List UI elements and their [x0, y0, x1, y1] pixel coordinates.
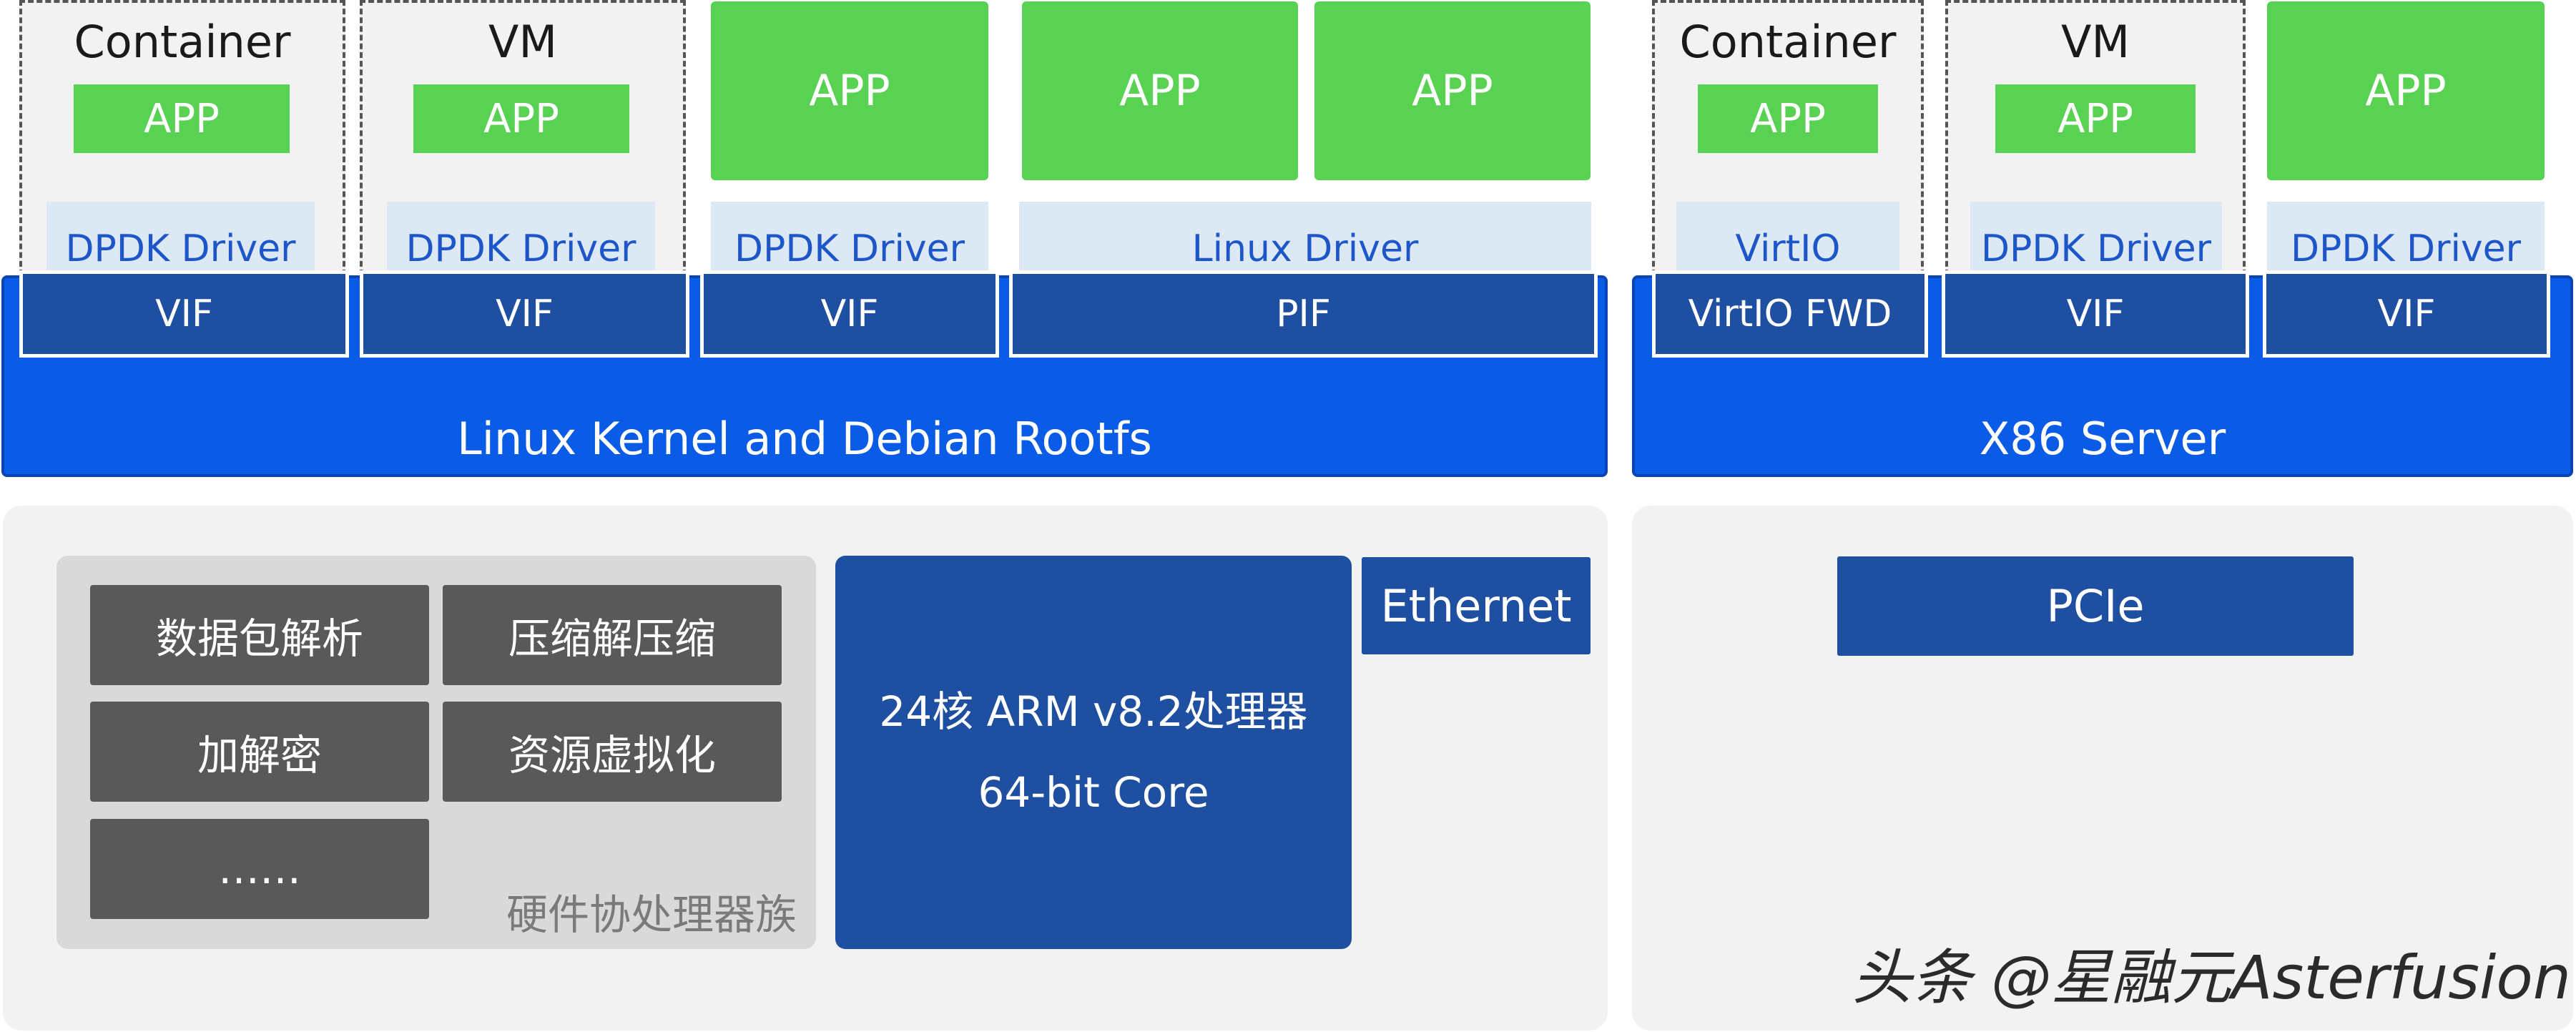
virtio-fwd-interface: VirtIO FWD — [1652, 270, 1928, 358]
coprocessor-compression: 压缩解压缩 — [443, 585, 782, 685]
vif-interface: VIF — [1942, 270, 2249, 358]
dpdk-driver: DPDK Driver — [2267, 202, 2545, 275]
dpdk-driver: DPDK Driver — [387, 202, 655, 275]
container-title: Container — [1679, 15, 1897, 68]
virtio-driver: VirtIO — [1676, 202, 1899, 275]
container-title: Container — [74, 15, 291, 68]
dpdk-driver: DPDK Driver — [1970, 202, 2222, 275]
pif-interface: PIF — [1009, 270, 1598, 358]
coprocessor-family-label: 硬件协处理器族 — [506, 890, 797, 939]
vif-interface: VIF — [360, 270, 689, 358]
coprocessor-virtualization: 资源虚拟化 — [443, 702, 782, 802]
pcie-interface: PCIe — [1837, 556, 2354, 656]
app-box: APP — [413, 84, 629, 153]
app-box: APP — [711, 1, 988, 180]
vm-title: VM — [488, 15, 557, 68]
app-box: APP — [2267, 1, 2545, 180]
dpdk-driver: DPDK Driver — [46, 202, 315, 275]
vm-title: VM — [2061, 15, 2130, 68]
vif-interface: VIF — [700, 270, 999, 358]
watermark: 头条 @星融元Asterfusion — [1852, 943, 2571, 1013]
x86-server-label: X86 Server — [1979, 412, 2226, 465]
vif-interface: VIF — [19, 270, 349, 358]
vif-interface: VIF — [2263, 270, 2550, 358]
app-box: APP — [1698, 84, 1878, 153]
app-box: APP — [74, 84, 290, 153]
coprocessor-encryption: 加解密 — [90, 702, 429, 802]
linux-driver: Linux Driver — [1019, 202, 1591, 275]
app-box: APP — [1995, 84, 2196, 153]
app-box: APP — [1314, 1, 1591, 180]
coprocessor-packet-parsing: 数据包解析 — [90, 585, 429, 685]
cpu-bits-label: 64-bit Core — [978, 768, 1209, 817]
linux-kernel-label: Linux Kernel and Debian Rootfs — [457, 412, 1152, 465]
cpu-cores-label: 24核 ARM v8.2处理器 — [879, 687, 1308, 736]
ethernet-port: Ethernet — [1362, 557, 1591, 654]
arm-processor: 24核 ARM v8.2处理器 64-bit Core — [835, 556, 1352, 949]
app-box: APP — [1022, 1, 1298, 180]
dpdk-driver: DPDK Driver — [711, 202, 988, 275]
coprocessor-more: …… — [90, 819, 429, 919]
